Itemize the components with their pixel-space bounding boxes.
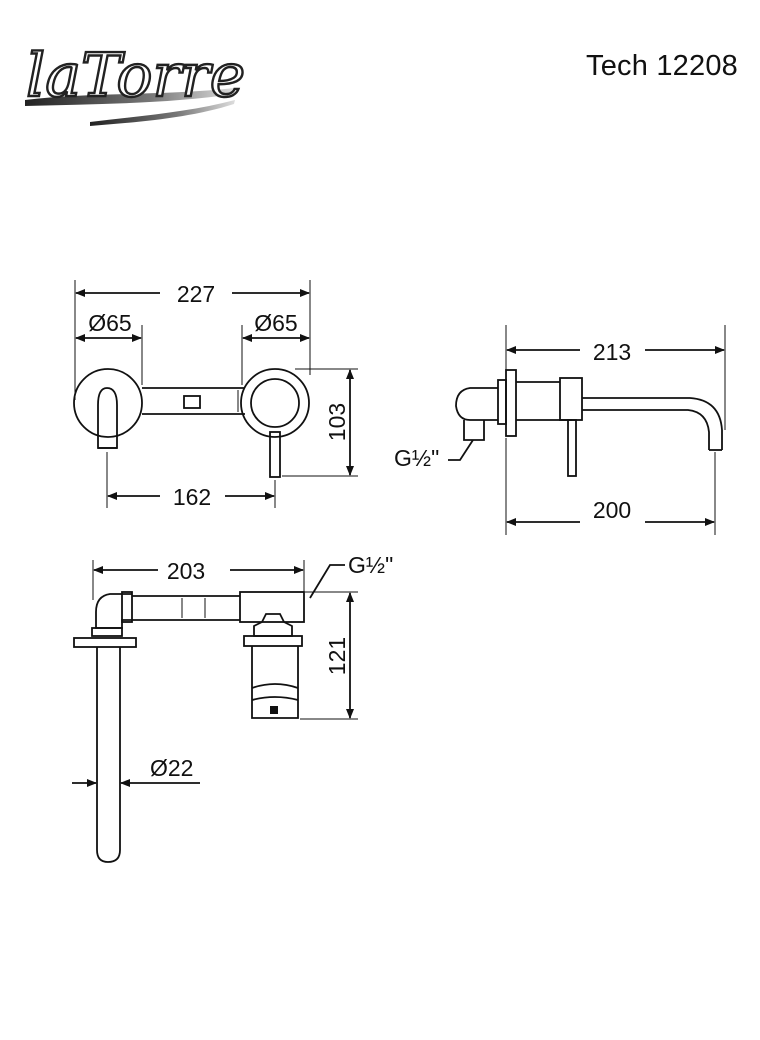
logo-swoosh-lower <box>90 100 235 126</box>
sleeve-edge <box>251 683 299 689</box>
elbow-nut <box>121 591 133 623</box>
cartridge-cap <box>250 378 300 428</box>
spout-pipe <box>96 647 121 863</box>
dim-lever-spacing: 162 <box>173 484 211 510</box>
sleeve-mark <box>270 706 278 714</box>
mixer-lever <box>269 431 281 478</box>
spout-top <box>582 397 723 450</box>
elbow-fitting <box>95 593 132 629</box>
rosette <box>243 635 303 647</box>
wall-flange <box>497 379 507 425</box>
dim-right-diameter: Ø65 <box>254 310 297 336</box>
mixer-body <box>559 377 583 421</box>
front-view: 227 Ø65 Ø65 103 162 <box>73 280 358 510</box>
dim-side-thread: G½" <box>394 445 439 471</box>
inlet-fitting <box>463 420 485 441</box>
brand-logo: laTorre <box>25 40 247 126</box>
spout-outlet <box>97 387 118 449</box>
leader-line <box>448 439 474 461</box>
dim-spout-diameter: Ø22 <box>150 755 193 781</box>
spout-nut <box>91 627 123 637</box>
wall-plate <box>505 369 517 437</box>
mixer-lever <box>567 419 577 477</box>
logo-swoosh <box>25 88 235 106</box>
left-rosette <box>73 368 143 438</box>
body-slot <box>183 395 201 409</box>
right-rosette <box>240 368 310 438</box>
cartridge-sleeve <box>251 646 299 719</box>
inlet-elbow <box>455 387 498 421</box>
leader-line <box>309 564 345 599</box>
mixer-body <box>239 591 305 623</box>
dim-body-height: 121 <box>324 637 350 675</box>
dim-spout-projection: 200 <box>593 497 631 523</box>
dim-body-length: 203 <box>167 558 205 584</box>
logo-text: laTorre <box>26 41 245 111</box>
product-code: Tech 12208 <box>586 50 738 82</box>
top-view: 203 G½" Ø22 121 <box>72 552 393 863</box>
dim-left-diameter: Ø65 <box>88 310 131 336</box>
sleeve-edge <box>251 696 299 701</box>
dim-height: 103 <box>324 403 350 441</box>
side-view: 213 200 G½" <box>394 325 726 535</box>
wall-plate <box>73 637 137 648</box>
dim-top-thread: G½" <box>348 552 393 578</box>
cartridge-head <box>253 613 293 637</box>
spout-bottom <box>582 409 710 450</box>
dim-total-depth: 213 <box>593 339 631 365</box>
dim-overall-width: 227 <box>177 281 215 307</box>
